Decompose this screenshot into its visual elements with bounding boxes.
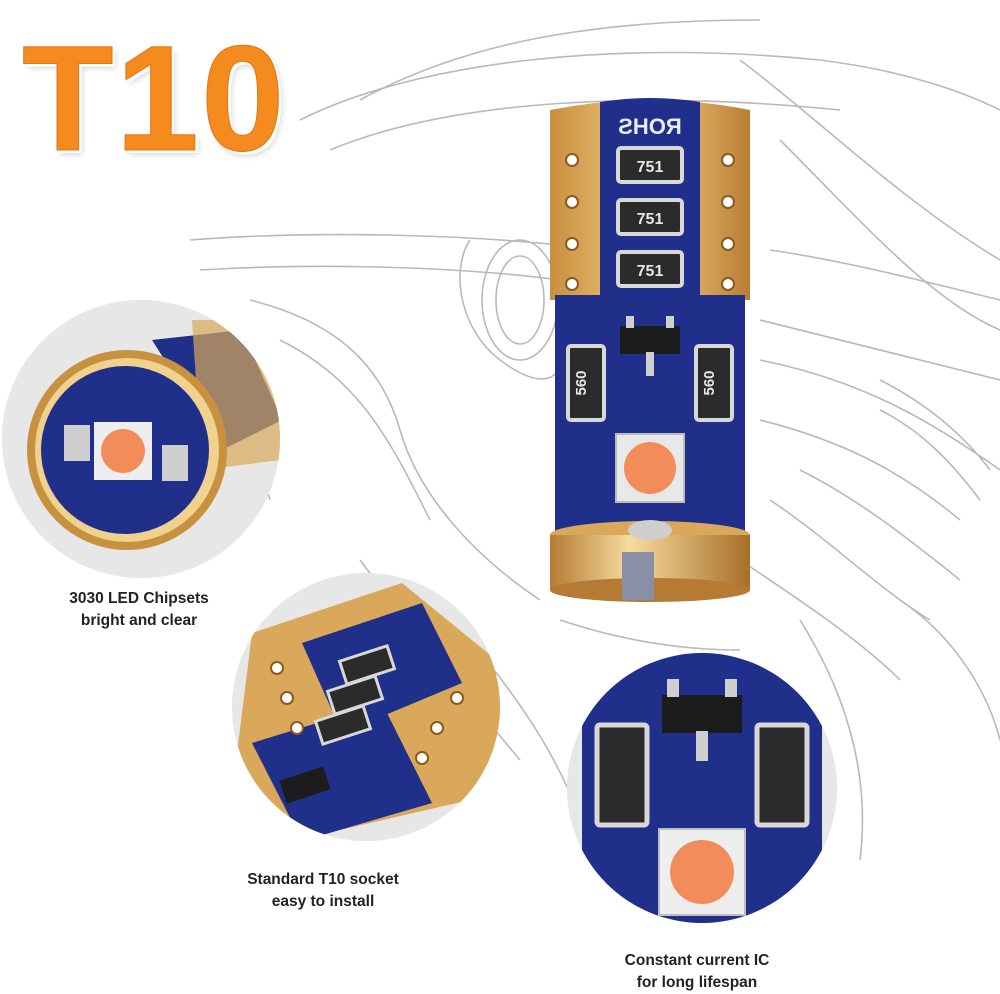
- feature-caption-line: 3030 LED Chipsets: [69, 590, 209, 607]
- rohs-mark: ROHS: [618, 114, 682, 139]
- resistor-label: 560: [573, 370, 590, 395]
- led-chip-closeup: [2, 300, 280, 578]
- feature-caption: Standard T10 socket easy to install: [218, 869, 428, 913]
- feature-caption-line: easy to install: [271, 893, 375, 910]
- resistor-label: 560: [701, 370, 718, 395]
- socket-closeup: [232, 573, 500, 841]
- resistor-label: 751: [637, 263, 664, 280]
- feature-caption-line: Standard T10 socket: [247, 871, 399, 888]
- feature-caption-line: for long lifespan: [636, 974, 758, 991]
- headline-t10: T10: [21, 14, 287, 182]
- ic-closeup: [567, 653, 837, 923]
- t10-led-bulb: ROHS 751 751 751 560 560: [530, 90, 770, 610]
- resistor-label: 751: [637, 211, 664, 228]
- resistor-label: 751: [637, 159, 664, 176]
- feature-caption-line: Constant current IC: [624, 952, 770, 969]
- feature-caption: 3030 LED Chipsets bright and clear: [34, 588, 244, 632]
- feature-caption-line: bright and clear: [80, 612, 198, 629]
- feature-caption: Constant current IC for long lifespan: [592, 950, 802, 994]
